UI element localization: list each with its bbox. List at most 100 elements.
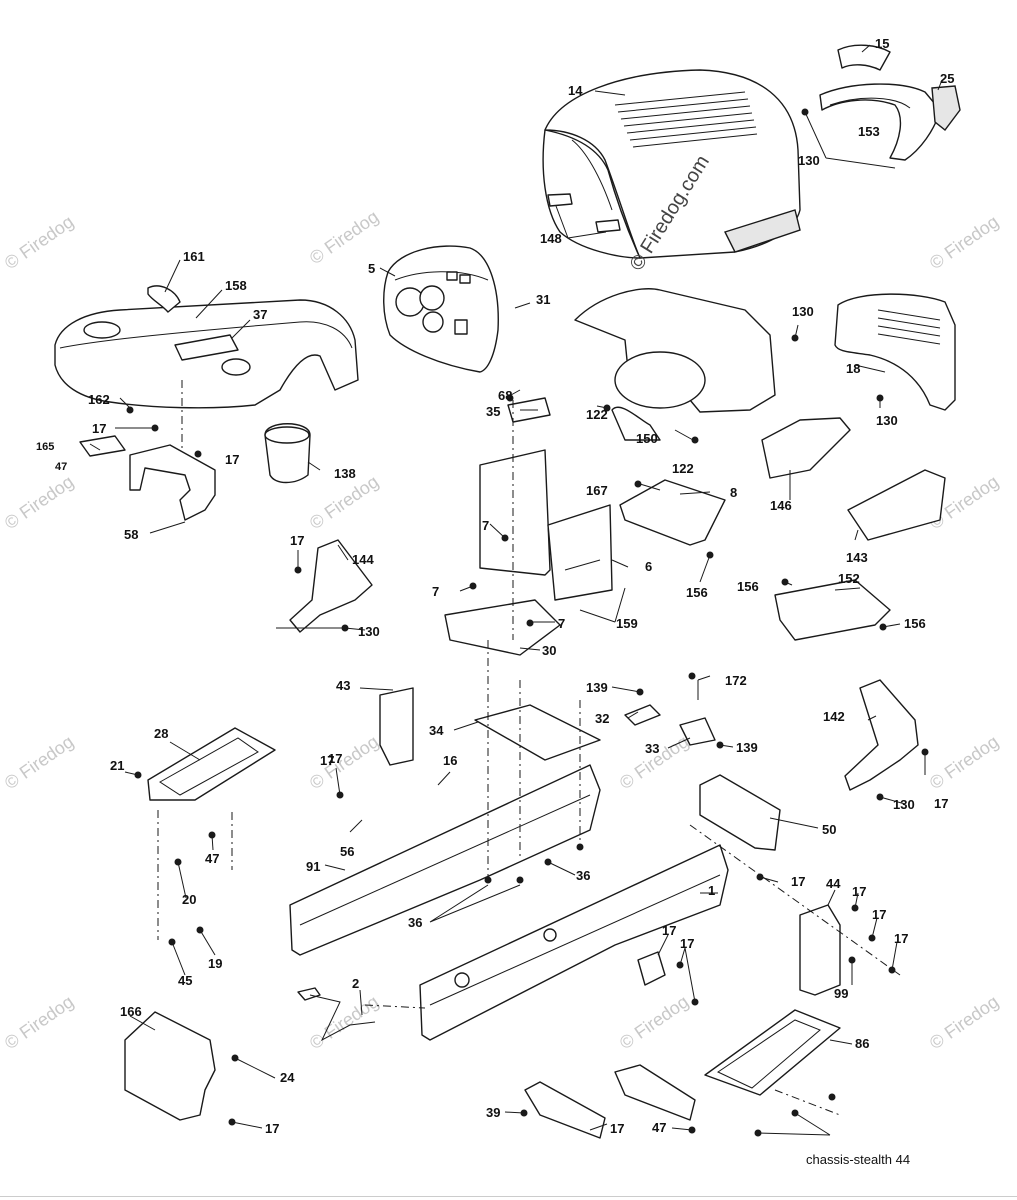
callout-label: 17 [610,1121,624,1136]
callout-label: 32 [595,711,609,726]
callout-label: 153 [858,124,880,139]
hood-vents [614,91,758,148]
callout-label: 158 [225,278,247,293]
callout-label: 14 [568,83,583,98]
bolt-icon [526,619,534,627]
callout-label: 156 [904,616,926,631]
callout-label: 30 [542,643,556,658]
callout-label: 122 [586,407,608,422]
callout-label: 130 [798,153,820,168]
callout-label: 47 [55,461,67,473]
watermark: © Firedog [1,471,77,533]
bolt-icon [516,876,524,884]
callout-label: 44 [826,876,841,891]
callout-label: 172 [725,673,747,688]
fender-part [54,285,359,484]
frame-rail-left-part [289,764,601,956]
bolt-icon [484,876,492,884]
callout-label: 162 [88,392,110,407]
bracket-43-part [379,687,716,766]
callout-label: 99 [834,986,848,1001]
assembly-guides [157,380,901,1116]
callout-label: 130 [876,413,898,428]
callout-labels: 14 15 25 153 130 148 5 161 158 37 162 17… [36,36,954,1136]
lever-part [297,987,376,1042]
callout-label: 138 [334,466,356,481]
callout-label: 17 [662,923,676,938]
fasteners [126,108,929,1137]
callout-label: 25 [940,71,954,86]
callout-label: 159 [616,616,638,631]
callout-label: 7 [482,518,489,533]
bolt-icon [506,394,514,402]
callout-label: 34 [429,723,444,738]
callout-label: 5 [368,261,375,276]
callout-label: 142 [823,709,845,724]
hood-part [542,69,801,259]
callout-label: 47 [652,1120,666,1135]
callout-label: 150 [636,431,658,446]
callout-label: 17 [852,884,866,899]
grille-top-part [819,44,961,161]
callout-label: 36 [576,868,590,883]
watermark: © Firedog [1,211,77,273]
callout-label: 31 [536,292,550,307]
callout-label: 139 [586,680,608,695]
callout-label: 47 [205,851,219,866]
callout-label: 18 [846,361,860,376]
plate-2-part [124,1011,216,1121]
callout-label: 35 [486,404,500,419]
callout-label: 56 [340,844,354,859]
callout-label: 58 [124,527,138,542]
watermark: © Firedog [926,731,1002,793]
bracket-58-part [79,435,216,521]
callout-label: 17 [791,874,805,889]
watermark: © Firedog [1,731,77,793]
callout-label: 167 [586,483,608,498]
callout-label: 43 [336,678,350,693]
footrest-right-part [704,1009,841,1096]
callout-label: 8 [730,485,737,500]
leader-lines [89,44,943,1136]
watermark: © Firedog [306,731,382,793]
callout-label: 165 [36,441,54,453]
callout-label: 139 [736,740,758,755]
callout-label: 17 [320,753,334,768]
watermark: © Firedog [1,991,77,1053]
callout-label: 130 [893,797,915,812]
bolt-icon [828,1093,836,1101]
callout-label: 130 [792,304,814,319]
watermark: © Firedog [926,211,1002,273]
callout-label: 37 [253,307,267,322]
watermark: © Firedog [306,206,382,268]
callout-label: 50 [822,822,836,837]
callout-label: 86 [855,1036,869,1051]
callout-label: 7 [432,584,439,599]
callout-label: 156 [737,579,759,594]
callout-label: 21 [110,758,124,773]
callout-label: 7 [558,616,565,631]
callout-label: 33 [645,741,659,756]
bolt-icon [576,843,584,851]
callout-label: 146 [770,498,792,513]
watermark: © Firedog [926,991,1002,1053]
callout-label: 17 [872,907,886,922]
callout-label: 17 [894,931,908,946]
frame-rail-right-part [419,844,729,1041]
callout-label: 19 [208,956,222,971]
diagram-caption: chassis-stealth 44 [806,1152,911,1167]
callout-label: 17 [92,421,106,436]
callout-label: 148 [540,231,562,246]
bolt-icon [688,672,696,680]
bracket-144-part [289,539,919,791]
callout-label: 143 [846,550,868,565]
callout-label: 17 [680,936,694,951]
callout-label: 36 [408,915,422,930]
callout-label: 122 [672,461,694,476]
footrest-left-part [147,727,276,801]
callout-label: 17 [328,751,342,766]
callout-label: 152 [838,571,860,586]
front-grille-part [761,293,956,541]
callout-label: 20 [182,892,196,907]
